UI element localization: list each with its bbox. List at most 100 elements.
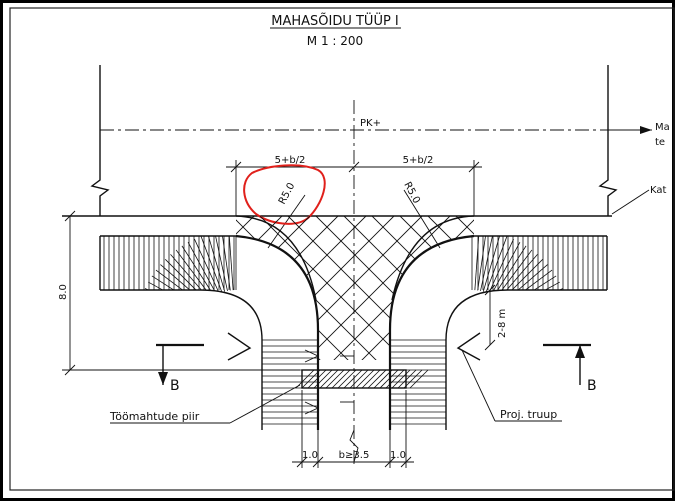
right-edge-label-3: Kat (650, 185, 667, 196)
hatch-line (139, 301, 198, 320)
section-label-left: B (170, 378, 180, 394)
hatch-line (151, 275, 203, 309)
hatch-line (511, 315, 572, 325)
hatch-line (214, 236, 228, 291)
culvert-arrows (227, 332, 481, 415)
kat-leader (611, 189, 650, 215)
station-label: PK+ (360, 118, 381, 129)
hatch-line (373, 369, 393, 389)
hatch-line (403, 369, 423, 389)
hatch-line (474, 236, 480, 291)
radius-right-leader (403, 189, 441, 249)
hatch-line (391, 369, 411, 389)
hatch-line (493, 245, 527, 297)
dim-top-right: 5+b/2 (403, 155, 434, 166)
section-mark-right (543, 343, 591, 385)
hatch-line (175, 249, 213, 299)
dim-height-left: 8.0 (58, 284, 69, 300)
hatch-line (194, 238, 220, 294)
work-boundary-leader-2 (229, 384, 301, 424)
hatch-line (307, 369, 327, 389)
hatch-line (506, 281, 560, 312)
left-slope-hatch (99, 215, 320, 430)
hatch-line (331, 369, 351, 389)
hatch-line (500, 259, 543, 302)
right-edge-label-2: te (655, 137, 665, 148)
hatch-line (187, 242, 218, 296)
hatch-line (385, 369, 405, 389)
hatch-line (136, 315, 197, 325)
hatch-line (228, 236, 234, 291)
hatch-line (501, 264, 548, 305)
hatch-line (379, 369, 399, 389)
hatch-line (343, 369, 363, 389)
hatch-line (485, 236, 508, 293)
hatch-line (361, 369, 381, 389)
dim-bottom-right: 1.0 (390, 450, 406, 461)
section-mark-left (156, 343, 204, 385)
hatch-line (313, 369, 333, 389)
hatch-line (482, 236, 501, 292)
culvert-hatch (295, 369, 429, 389)
right-slope-hatch (388, 215, 608, 430)
culvert-pipe (301, 369, 407, 389)
hatch-line (236, 216, 311, 360)
hatch-line (66, 216, 226, 376)
radius-left-label: R5.0 (277, 181, 297, 206)
hatch-line (181, 245, 215, 297)
dim-bottom-left: 1.0 (302, 450, 318, 461)
hatch-line (409, 369, 429, 389)
hatch-line (490, 242, 521, 296)
hatch-line (221, 236, 231, 291)
hatch-line (142, 294, 199, 317)
hatch-line (148, 281, 202, 312)
right-edge-label-1: Ma (655, 122, 670, 133)
dim-depth-right: 2-8 m (497, 309, 508, 338)
hatch-line (509, 294, 566, 317)
work-boundary-label: Töömahtude piir (109, 410, 200, 423)
hatch-line (200, 236, 223, 293)
hatch-line (511, 308, 570, 322)
inner-frame (9, 7, 675, 491)
hatch-line (495, 249, 533, 299)
hatch-line (155, 269, 205, 307)
hatch-line (319, 369, 339, 389)
axis-arrow (640, 126, 652, 134)
hatch-line (397, 369, 417, 389)
hatch-line (367, 369, 387, 389)
hatch-line (486, 216, 646, 376)
hatch-line (207, 236, 226, 292)
hatch-line (488, 238, 514, 294)
radius-left-leader (267, 194, 306, 249)
drawing-scale: M 1 : 200 (307, 34, 363, 48)
hatch-line (144, 288, 200, 314)
hatch-line (477, 236, 487, 291)
hatch-line (455, 216, 474, 360)
bottom-dimension (292, 390, 414, 468)
hatch-line (512, 216, 672, 376)
height-dimension (62, 210, 300, 376)
hatch-line (325, 369, 345, 389)
hatch-line (349, 369, 369, 389)
hatch-line (399, 216, 474, 360)
dim-bottom-center: b≥3.5 (339, 450, 370, 461)
hatch-line (355, 369, 375, 389)
depth-dimension (484, 284, 496, 351)
hatch-line (337, 369, 357, 389)
hatch-line (510, 301, 569, 320)
drawing-title: MAHASÕIDU TÜÜP I (271, 12, 399, 29)
section-label-right: B (587, 378, 597, 394)
dim-top-left: 5+b/2 (275, 155, 306, 166)
hatch-line (508, 288, 564, 314)
culvert-label: Proj. truup (500, 408, 557, 421)
hatch-line (301, 369, 321, 389)
hatch-line (295, 369, 315, 389)
hatch-line (165, 259, 208, 302)
culvert-leader-2 (461, 349, 496, 422)
main-road-edges (90, 65, 618, 216)
hatch-line (236, 216, 253, 360)
hatch-line (511, 322, 572, 328)
hatch-line (138, 308, 197, 322)
hatch-line (136, 322, 197, 328)
